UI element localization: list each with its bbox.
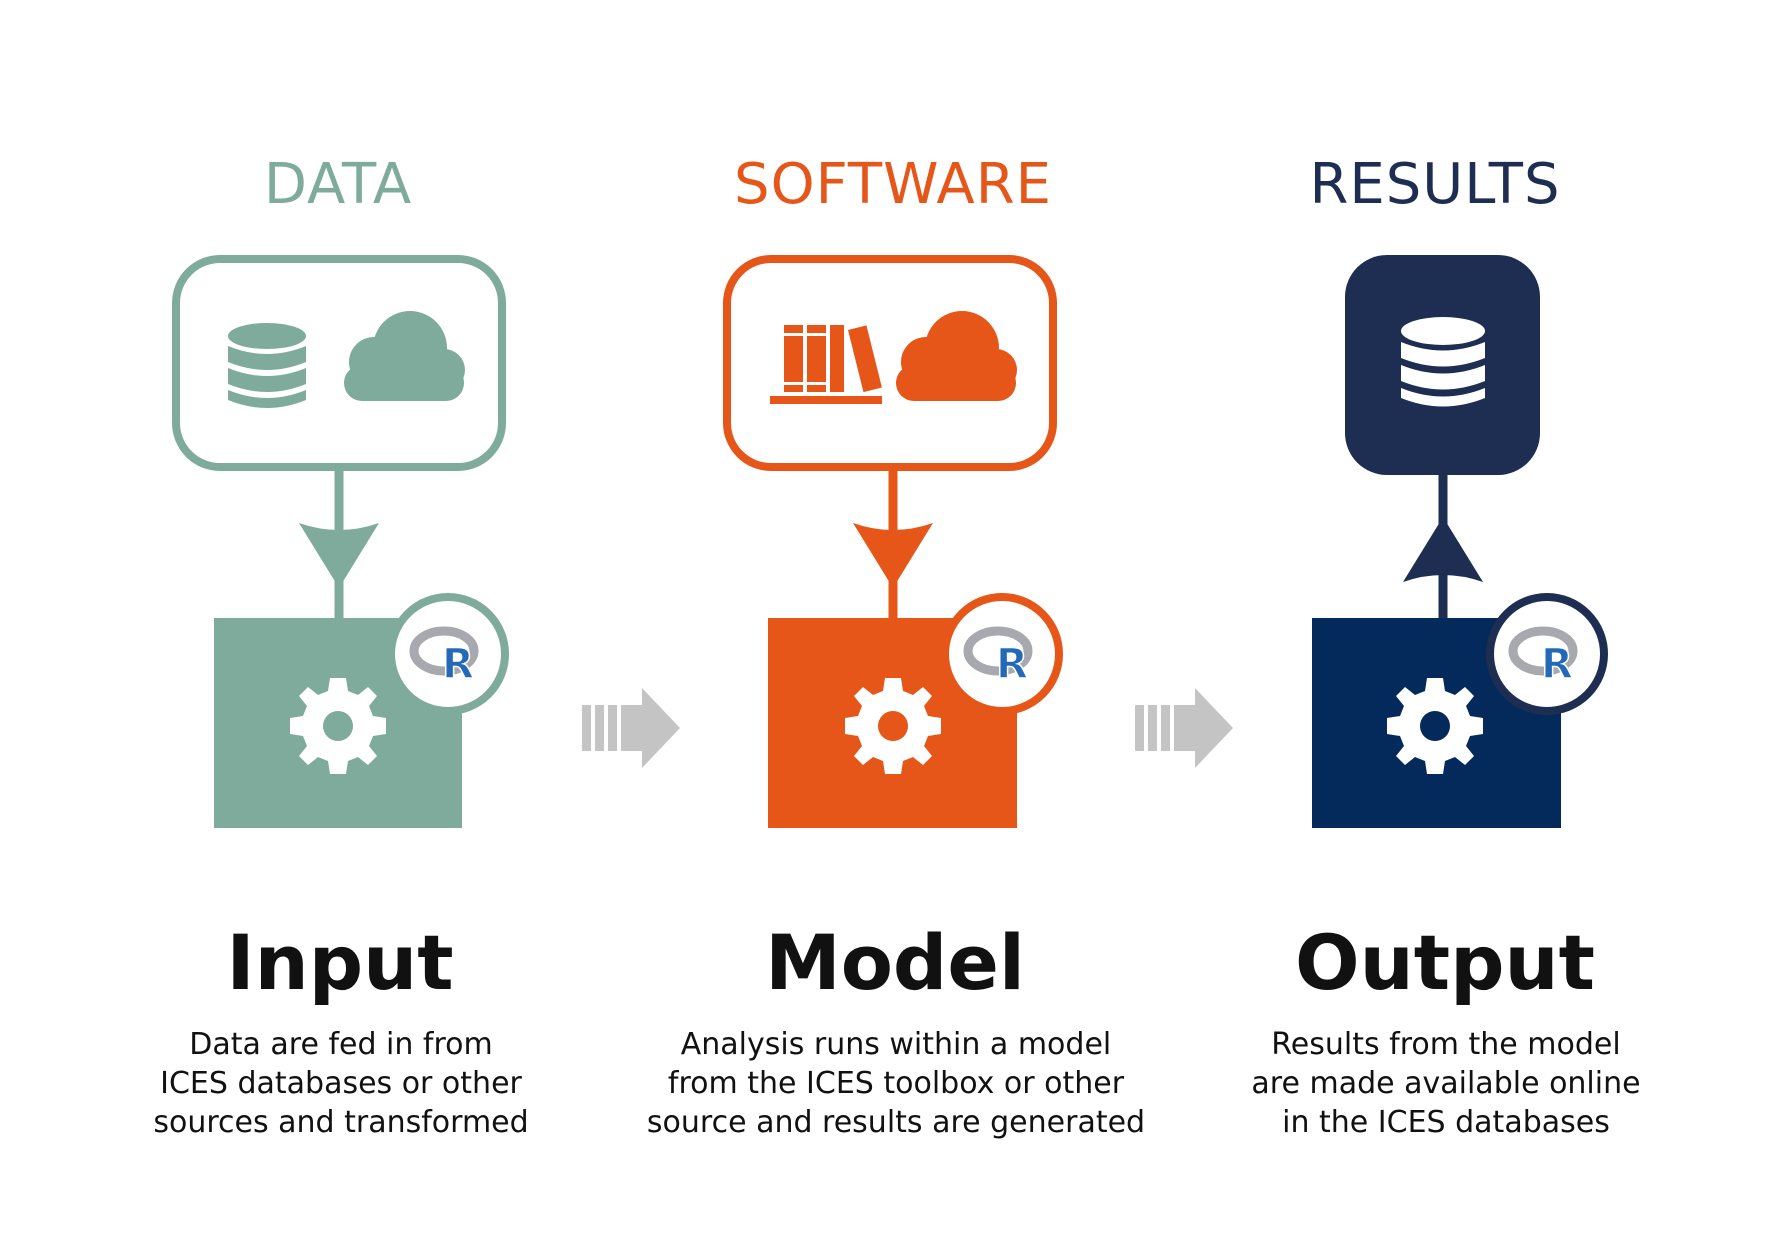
model-title: Model	[765, 918, 1025, 1007]
r-logo-ring	[963, 626, 1033, 676]
input-description: Data are fed in from ICES databases or o…	[61, 1025, 621, 1142]
description-line: Data are fed in from	[189, 1027, 493, 1062]
connector-arrow-2	[1135, 688, 1233, 768]
description-line: from the ICES toolbox or other	[667, 1066, 1125, 1101]
description-line: source and results are generated	[646, 1105, 1146, 1140]
database-icon	[1401, 317, 1485, 407]
description-line: ICES databases or other	[160, 1066, 522, 1101]
r-logo-badge: R	[1486, 593, 1608, 715]
model-description: Analysis runs within a model from the IC…	[616, 1025, 1176, 1142]
r-logo-letter: R	[442, 639, 474, 688]
books-icon	[770, 325, 882, 404]
flow-arrow-down	[853, 467, 933, 625]
results-column: R	[1312, 255, 1608, 828]
output-title: Output	[1295, 918, 1595, 1007]
results-header: RESULTS	[1309, 152, 1561, 217]
r-logo-badge: R	[387, 593, 509, 715]
description-line: in the ICES databases	[1282, 1105, 1610, 1140]
description-line: are made available online	[1251, 1066, 1641, 1101]
description-line: Analysis runs within a model	[680, 1027, 1112, 1062]
input-title: Input	[226, 918, 454, 1007]
data-column: R	[172, 255, 509, 828]
r-logo-ring	[1508, 626, 1578, 676]
gear-icon	[1387, 678, 1483, 774]
output-description: Results from the model are made availabl…	[1166, 1025, 1726, 1142]
description-line: sources and transformed	[153, 1105, 529, 1140]
gear-icon	[290, 678, 386, 774]
gear-icon	[845, 678, 941, 774]
data-header: DATA	[263, 152, 413, 217]
r-logo-letter: R	[1541, 639, 1573, 688]
r-logo-letter: R	[996, 639, 1028, 688]
software-header: SOFTWARE	[734, 152, 1052, 217]
description-line: Results from the model	[1271, 1027, 1621, 1062]
cloud-icon	[896, 311, 1017, 401]
r-logo-badge: R	[941, 593, 1063, 715]
flow-arrow-up	[1403, 475, 1483, 625]
r-logo-ring	[409, 626, 479, 676]
connector-arrow-1	[582, 688, 680, 768]
cloud-icon	[344, 311, 465, 401]
flow-arrow-down	[299, 467, 379, 625]
software-column: R	[723, 255, 1063, 828]
database-icon	[228, 323, 306, 408]
